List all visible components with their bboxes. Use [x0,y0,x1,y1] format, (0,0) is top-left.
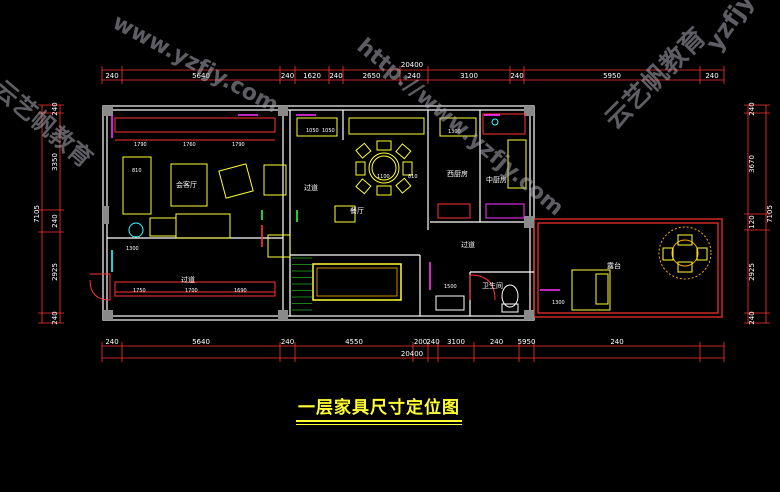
building-walls [102,105,723,321]
bottom-dim-segment-label: 5950 [518,338,536,346]
svg-text:810: 810 [132,168,142,174]
bathroom-furniture [435,274,519,313]
bottom-dim-segment-label: 240 [105,338,118,346]
top-dim-segment-label: 5950 [603,72,621,80]
svg-text:1690: 1690 [234,288,247,294]
terrace-furniture [571,226,712,311]
room-label-chinese-kitchen: 中厨房 [486,175,507,184]
room-label-terrace: 露台 [607,261,621,270]
top-dim-segment-label: 240 [329,72,342,80]
top-dim-segment-label: 240 [281,72,294,80]
kitchen-furniture [437,113,527,219]
bottom-dim-segment-label: 200 [414,338,427,346]
room-label-bathroom: 卫生间 [482,281,503,290]
bottom-dim-segment-label: 240 [490,338,503,346]
corridor-stair [263,164,402,311]
drawing-title-block: 一层家具尺寸定位图 [296,393,462,425]
drawing-title: 一层家具尺寸定位图 [298,398,460,418]
svg-text:240: 240 [51,311,59,324]
svg-text:7105: 7105 [33,205,41,223]
bottom-dim-segment-label: 4550 [345,338,363,346]
wall-columns [103,106,534,320]
top-dim-segment-label: 240 [510,72,523,80]
svg-text:120: 120 [748,215,756,228]
svg-text:240: 240 [51,102,59,115]
top-total-dim: 20400 [401,61,423,69]
svg-text:3670: 3670 [748,155,756,173]
room-label-corridor-2: 过道 [461,240,475,249]
svg-text:1500: 1500 [444,284,457,290]
svg-text:7105: 7105 [766,205,774,223]
svg-text:2925: 2925 [51,263,59,281]
top-dim-segment-label: 240 [407,72,420,80]
top-segment-labels: 240 5640 240 1620 240 2650 240 3100 240 5950 240 [105,72,718,80]
svg-text:810: 810 [408,174,418,180]
room-label-western-kitchen: 西厨房 [447,169,468,178]
living-room-furniture [89,117,276,301]
accent-markers [111,114,560,291]
right-dim-labels: 240 3670 120 2925 240 7105 [748,102,774,324]
room-labels: 会客厅 过道 餐厅 西厨房 中厨房 过道 过道 卫生间 露台 [176,169,621,290]
top-dim-segment-label: 240 [705,72,718,80]
room-label-corridor-1: 过道 [304,183,318,192]
title-underline-thin [296,424,462,425]
bottom-dim-segment-label: 240 [281,338,294,346]
right-dimension-chain [744,104,770,324]
top-dim-segment-label: 5640 [192,72,210,80]
svg-text:1750: 1750 [133,288,146,294]
svg-text:3350: 3350 [51,153,59,171]
svg-text:240: 240 [748,102,756,115]
svg-text:240: 240 [748,311,756,324]
svg-text:2925: 2925 [748,263,756,281]
top-dim-segment-label: 2650 [363,72,381,80]
bottom-dim-segment-label: 3100 [447,338,465,346]
left-dim-labels: 240 3350 240 2925 240 7105 [33,102,59,324]
left-dimension-chain [38,104,64,324]
room-label-living: 会客厅 [176,180,197,189]
svg-text:1790: 1790 [134,142,147,148]
top-dim-segment-label: 3100 [460,72,478,80]
svg-text:240: 240 [51,214,59,227]
title-underline [296,420,462,422]
top-dim-segment-label: 1620 [303,72,321,80]
inner-dimension-labels: 1790 1760 1790 1050 1050 810 1300 1750 1… [126,128,565,306]
bottom-dimension-chain [101,342,725,362]
svg-text:1100: 1100 [377,174,390,180]
svg-text:1300: 1300 [126,246,139,252]
top-dimension-chain [101,66,725,84]
bottom-total-dim: 20400 [401,350,423,358]
room-label-dining: 餐厅 [350,206,364,215]
room-label-corridor-3: 过道 [181,275,195,284]
svg-text:1760: 1760 [183,142,196,148]
svg-text:1050: 1050 [306,128,319,134]
top-dim-segment-label: 240 [105,72,118,80]
svg-text:1050: 1050 [322,128,335,134]
svg-text:1300: 1300 [448,129,461,135]
bottom-dim-segment-label: 5640 [192,338,210,346]
svg-text:1300: 1300 [552,300,565,306]
bottom-dim-segment-label: 240 [426,338,439,346]
svg-text:1790: 1790 [232,142,245,148]
svg-text:1700: 1700 [185,288,198,294]
bottom-dim-segment-label: 240 [610,338,623,346]
dining-furniture [296,117,425,223]
